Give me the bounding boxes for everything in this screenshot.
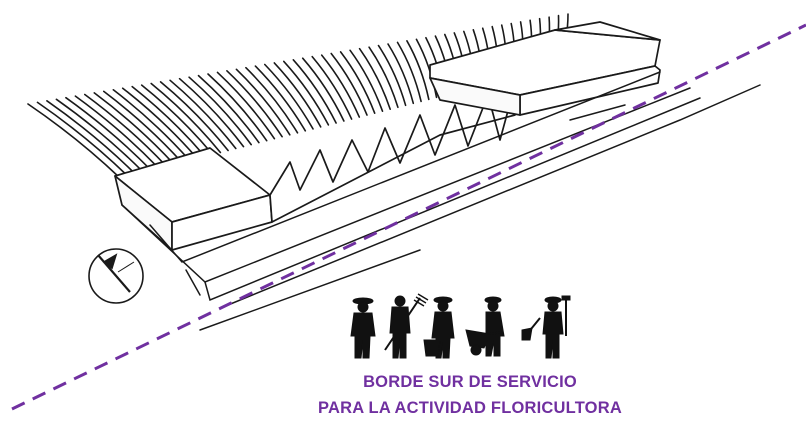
greenhouse-row-line: [112, 89, 191, 162]
greenhouse-row-line: [103, 90, 183, 164]
worker-silhouette-icon: [384, 293, 429, 359]
greenhouse-row-line: [377, 44, 407, 107]
terrace-lines: [121, 71, 761, 331]
workers-group: [350, 293, 571, 359]
greenhouse-row-line: [330, 52, 368, 116]
greenhouse-row-line: [368, 46, 399, 109]
greenhouse-row-line: [292, 59, 337, 124]
greenhouse-row-line: [245, 66, 299, 134]
greenhouse-row-line: [358, 47, 391, 110]
worker-silhouette-icon: [423, 296, 455, 359]
worker-silhouette-icon: [521, 295, 571, 359]
greenhouse-row-line: [150, 82, 222, 154]
greenhouse-row-line: [301, 57, 345, 122]
greenhouse-row-line: [131, 85, 206, 158]
greenhouse-row-line: [197, 74, 260, 144]
worker-silhouette-icon: [465, 296, 505, 357]
greenhouse-row-line: [254, 65, 307, 132]
greenhouse-row-line: [207, 73, 268, 142]
greenhouse-row-line: [188, 76, 252, 146]
greenhouse-row-line: [65, 96, 152, 171]
greenhouse-row-line: [349, 49, 384, 112]
greenhouse-row-line: [235, 68, 291, 136]
greenhouse-blocks: [114, 21, 661, 251]
greenhouse-row-line: [273, 62, 322, 128]
greenhouse-row-line: [226, 70, 283, 138]
worker-silhouette-icon: [350, 297, 376, 359]
south-border-line: [11, 23, 806, 411]
greenhouse-row-line: [264, 63, 314, 130]
greenhouse-row-line: [320, 54, 361, 118]
greenhouse-row-line: [339, 51, 376, 114]
greenhouse-row-line: [169, 79, 237, 150]
greenhouse-row-line: [415, 38, 438, 99]
greenhouse-row-line: [84, 93, 168, 167]
greenhouse-row-line: [27, 103, 121, 179]
caption-line-2: PARA LA ACTIVIDAD FLORICULTORA: [318, 399, 622, 417]
greenhouse-row-line: [140, 84, 214, 156]
greenhouse-row-line: [406, 40, 430, 101]
greenhouse-row-line: [93, 92, 175, 165]
greenhouse-rows: [27, 13, 569, 179]
greenhouse-row-line: [311, 55, 353, 120]
greenhouse-row-line: [121, 87, 198, 160]
greenhouse-row-line: [178, 77, 245, 148]
greenhouse-row-line: [387, 43, 415, 105]
north-arrow-icon: [88, 248, 144, 304]
greenhouse-row-line: [46, 100, 137, 175]
greenhouse-row-line: [74, 95, 160, 169]
greenhouse-row-line: [283, 60, 330, 126]
greenhouse-row-line: [55, 98, 144, 173]
greenhouse-row-line: [396, 41, 422, 103]
greenhouse-row-line: [159, 81, 229, 152]
greenhouse-row-line: [36, 101, 129, 177]
greenhouse-row-line: [216, 71, 276, 140]
caption-line-1: BORDE SUR DE SERVICIO: [363, 373, 577, 391]
